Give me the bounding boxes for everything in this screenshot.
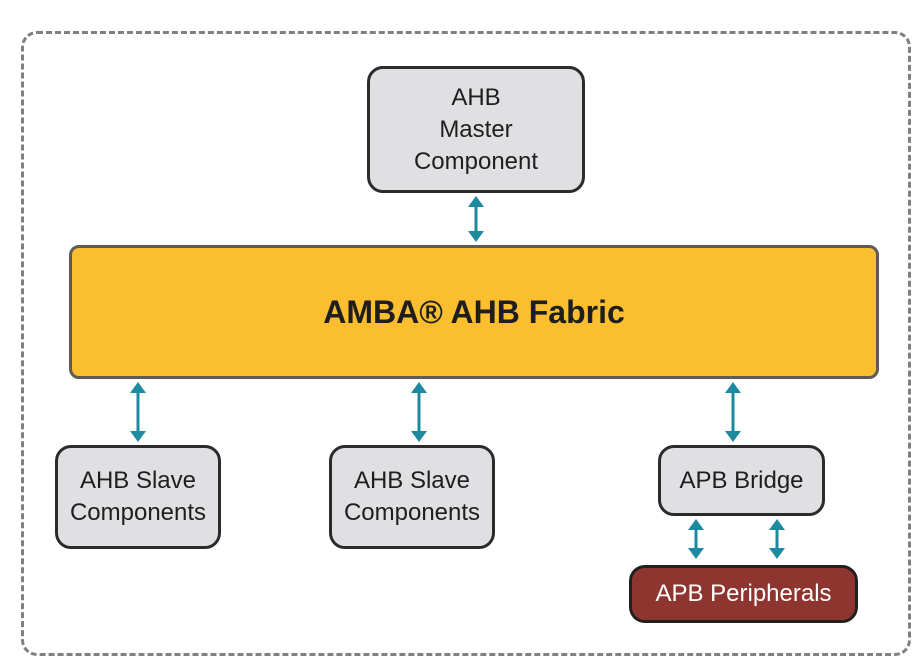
apb-bridge: APB Bridge: [658, 445, 825, 516]
master-fabric-arrow: [468, 196, 484, 242]
slave-2-label: AHB Slave Components: [343, 467, 481, 526]
arrowhead-down-icon: [688, 548, 704, 559]
apb-peripherals-label: APB Peripherals: [655, 580, 832, 607]
arrowhead-up-icon: [411, 382, 427, 393]
bridge-peripherals-arrow-2: [769, 519, 785, 559]
fabric-slave2-arrow: [411, 382, 427, 442]
fabric-label: AMBA® AHB Fabric: [323, 293, 625, 330]
arrowhead-up-icon: [468, 196, 484, 207]
system-boundary: [21, 31, 911, 656]
apb-bridge-label: APB Bridge: [679, 466, 804, 494]
slave-1-label: AHB Slave Components: [69, 467, 207, 526]
arrowhead-up-icon: [725, 382, 741, 393]
amba-ahb-fabric: AMBA® AHB Fabric: [69, 245, 879, 379]
fabric-bridge-arrow: [725, 382, 741, 442]
ahb-master-label: AHB Master Component: [413, 83, 539, 175]
arrowhead-down-icon: [725, 431, 741, 442]
apb-peripherals: APB Peripherals: [629, 565, 858, 623]
fabric-slave1-arrow: [130, 382, 146, 442]
arrowhead-up-icon: [130, 382, 146, 393]
bridge-peripherals-arrow-1: [688, 519, 704, 559]
arrowhead-up-icon: [688, 519, 704, 530]
ahb-slave-components-1: AHB Slave Components: [55, 445, 221, 549]
arrowhead-down-icon: [130, 431, 146, 442]
arrowhead-up-icon: [769, 519, 785, 530]
arrowhead-down-icon: [769, 548, 785, 559]
arrowhead-down-icon: [468, 231, 484, 242]
ahb-master-component: AHB Master Component: [367, 66, 585, 193]
arrowhead-down-icon: [411, 431, 427, 442]
ahb-slave-components-2: AHB Slave Components: [329, 445, 495, 549]
